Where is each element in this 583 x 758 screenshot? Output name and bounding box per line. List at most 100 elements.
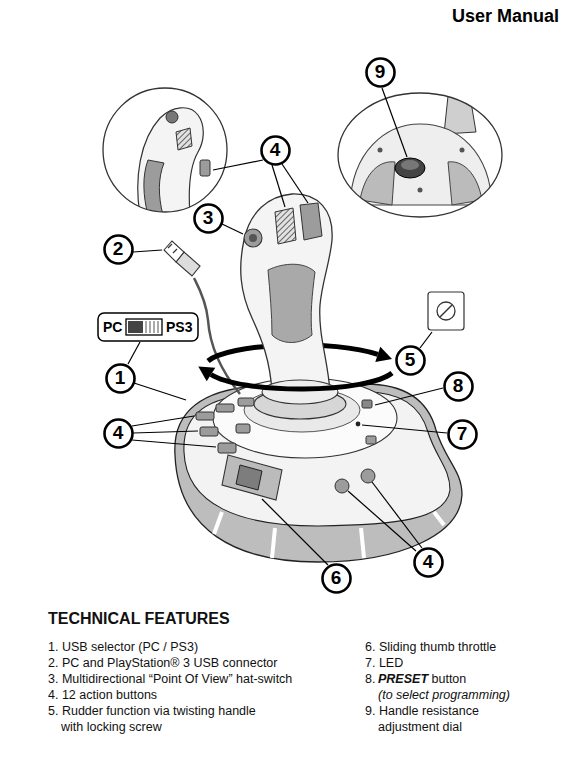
feature-item: 6. Sliding thumb throttle <box>365 639 496 655</box>
callout-outline <box>104 235 132 263</box>
callout-number: 6 <box>331 567 342 589</box>
callout-number: 9 <box>375 61 386 83</box>
usb-cable <box>168 244 177 253</box>
base-buttons <box>196 412 214 420</box>
callout-circle: 4 <box>103 418 134 449</box>
callout-outline <box>106 364 134 392</box>
callout-circle: 9 <box>365 57 396 88</box>
base-underside-inset <box>395 158 425 178</box>
leader-lines <box>132 440 216 447</box>
joystick-handle <box>198 366 215 381</box>
callout-circle: 4 <box>413 547 444 578</box>
callout-outline <box>414 548 442 576</box>
grip-head-inset <box>144 160 164 215</box>
locking-screw-inset <box>428 292 464 330</box>
grip-head-inset <box>103 88 227 212</box>
base-buttons <box>200 427 218 436</box>
grip-head-inset <box>138 108 210 215</box>
callout-number: 4 <box>423 551 434 573</box>
grip-head-inset <box>166 111 178 123</box>
switch-label: PS3 <box>166 318 192 336</box>
feature-item: 5. Rudder function via twisting handle w… <box>48 703 269 735</box>
usb-selector-switch <box>146 321 158 333</box>
locking-screw-inset <box>437 302 455 320</box>
feature-number: 8. <box>365 671 378 687</box>
callout-circle: 2 <box>103 234 134 265</box>
section-heading: TECHNICAL FEATURES <box>48 609 230 629</box>
usb-selector-switch <box>128 321 143 333</box>
callout-number: 4 <box>113 422 124 444</box>
base-underside-inset <box>338 93 502 217</box>
leader-lines <box>262 499 328 565</box>
joystick-handle <box>268 264 315 342</box>
callout-number: 2 <box>113 238 124 260</box>
feature-item: 2. PC and PlayStation® 3 USB connector <box>48 655 277 671</box>
base-buttons <box>362 400 372 408</box>
joystick-handle <box>275 208 296 244</box>
usb-selector-switch <box>126 319 162 335</box>
base-underside-inset <box>401 160 419 170</box>
grip-head-inset <box>200 160 210 176</box>
callout-circle: 7 <box>447 419 478 450</box>
leader-lines <box>132 416 194 426</box>
usb-selector-switch <box>98 313 198 341</box>
callout-outline <box>448 420 476 448</box>
leader-lines <box>133 431 198 433</box>
thumb-throttle <box>222 455 282 500</box>
joystick-base <box>214 512 444 558</box>
thumb-throttle <box>236 465 262 490</box>
feature-item: button <box>432 672 467 686</box>
led <box>356 422 361 427</box>
base-buttons <box>236 424 250 433</box>
leader-lines <box>420 332 432 348</box>
base-buttons <box>218 443 236 453</box>
base-underside-inset <box>460 148 465 153</box>
feature-item-line: 8.PRESETbutton <box>365 671 466 687</box>
callout-outline <box>261 136 289 164</box>
callout-number: 1 <box>115 367 126 389</box>
leader-lines <box>282 164 308 203</box>
callout-circle: 5 <box>395 345 426 376</box>
joystick-handle <box>249 234 257 242</box>
callout-outline <box>322 564 350 592</box>
base-underside-inset <box>378 148 383 153</box>
feature-item: 7. LED <box>365 655 403 671</box>
locking-screw-inset <box>440 305 452 317</box>
grip-head-inset <box>138 108 203 215</box>
locking-screw-inset <box>428 292 464 330</box>
leader-lines <box>348 491 416 551</box>
leader-lines <box>375 388 443 405</box>
base-underside-inset <box>418 188 423 193</box>
leader-lines <box>272 165 285 207</box>
callout-outline <box>366 58 394 86</box>
joystick-base <box>175 378 462 562</box>
callout-circle: 3 <box>193 203 224 234</box>
base-buttons <box>216 404 234 412</box>
base-underside-inset <box>444 96 476 134</box>
leader-lines <box>222 224 243 234</box>
usb-cable <box>164 241 184 262</box>
callout-outline <box>194 204 222 232</box>
base-underside-inset <box>350 124 492 205</box>
feature-item: 9. Handle resistance adjustment dial <box>365 703 510 735</box>
base-underside-inset <box>338 93 502 217</box>
callout-outline <box>444 372 472 400</box>
base-buttons <box>335 479 349 493</box>
callout-number: 5 <box>405 349 416 371</box>
feature-item: 1. USB selector (PC / PS3) <box>48 639 198 655</box>
feature-note: (to select programming) <box>378 687 510 703</box>
base-buttons <box>361 469 375 483</box>
joystick-handle <box>198 194 392 419</box>
base-buttons <box>366 436 376 444</box>
feature-item: 3. Multidirectional “Point Of View” hat-… <box>48 671 292 687</box>
callout-outline <box>396 346 424 374</box>
leader-lines <box>382 88 407 157</box>
joystick-handle <box>375 347 392 362</box>
base-underside-inset <box>360 162 395 205</box>
joystick-base <box>175 384 462 562</box>
callout-circle: 4 <box>260 135 291 166</box>
callout-outline <box>104 419 132 447</box>
joystick-handle <box>262 380 338 404</box>
base-underside-inset <box>338 93 502 217</box>
